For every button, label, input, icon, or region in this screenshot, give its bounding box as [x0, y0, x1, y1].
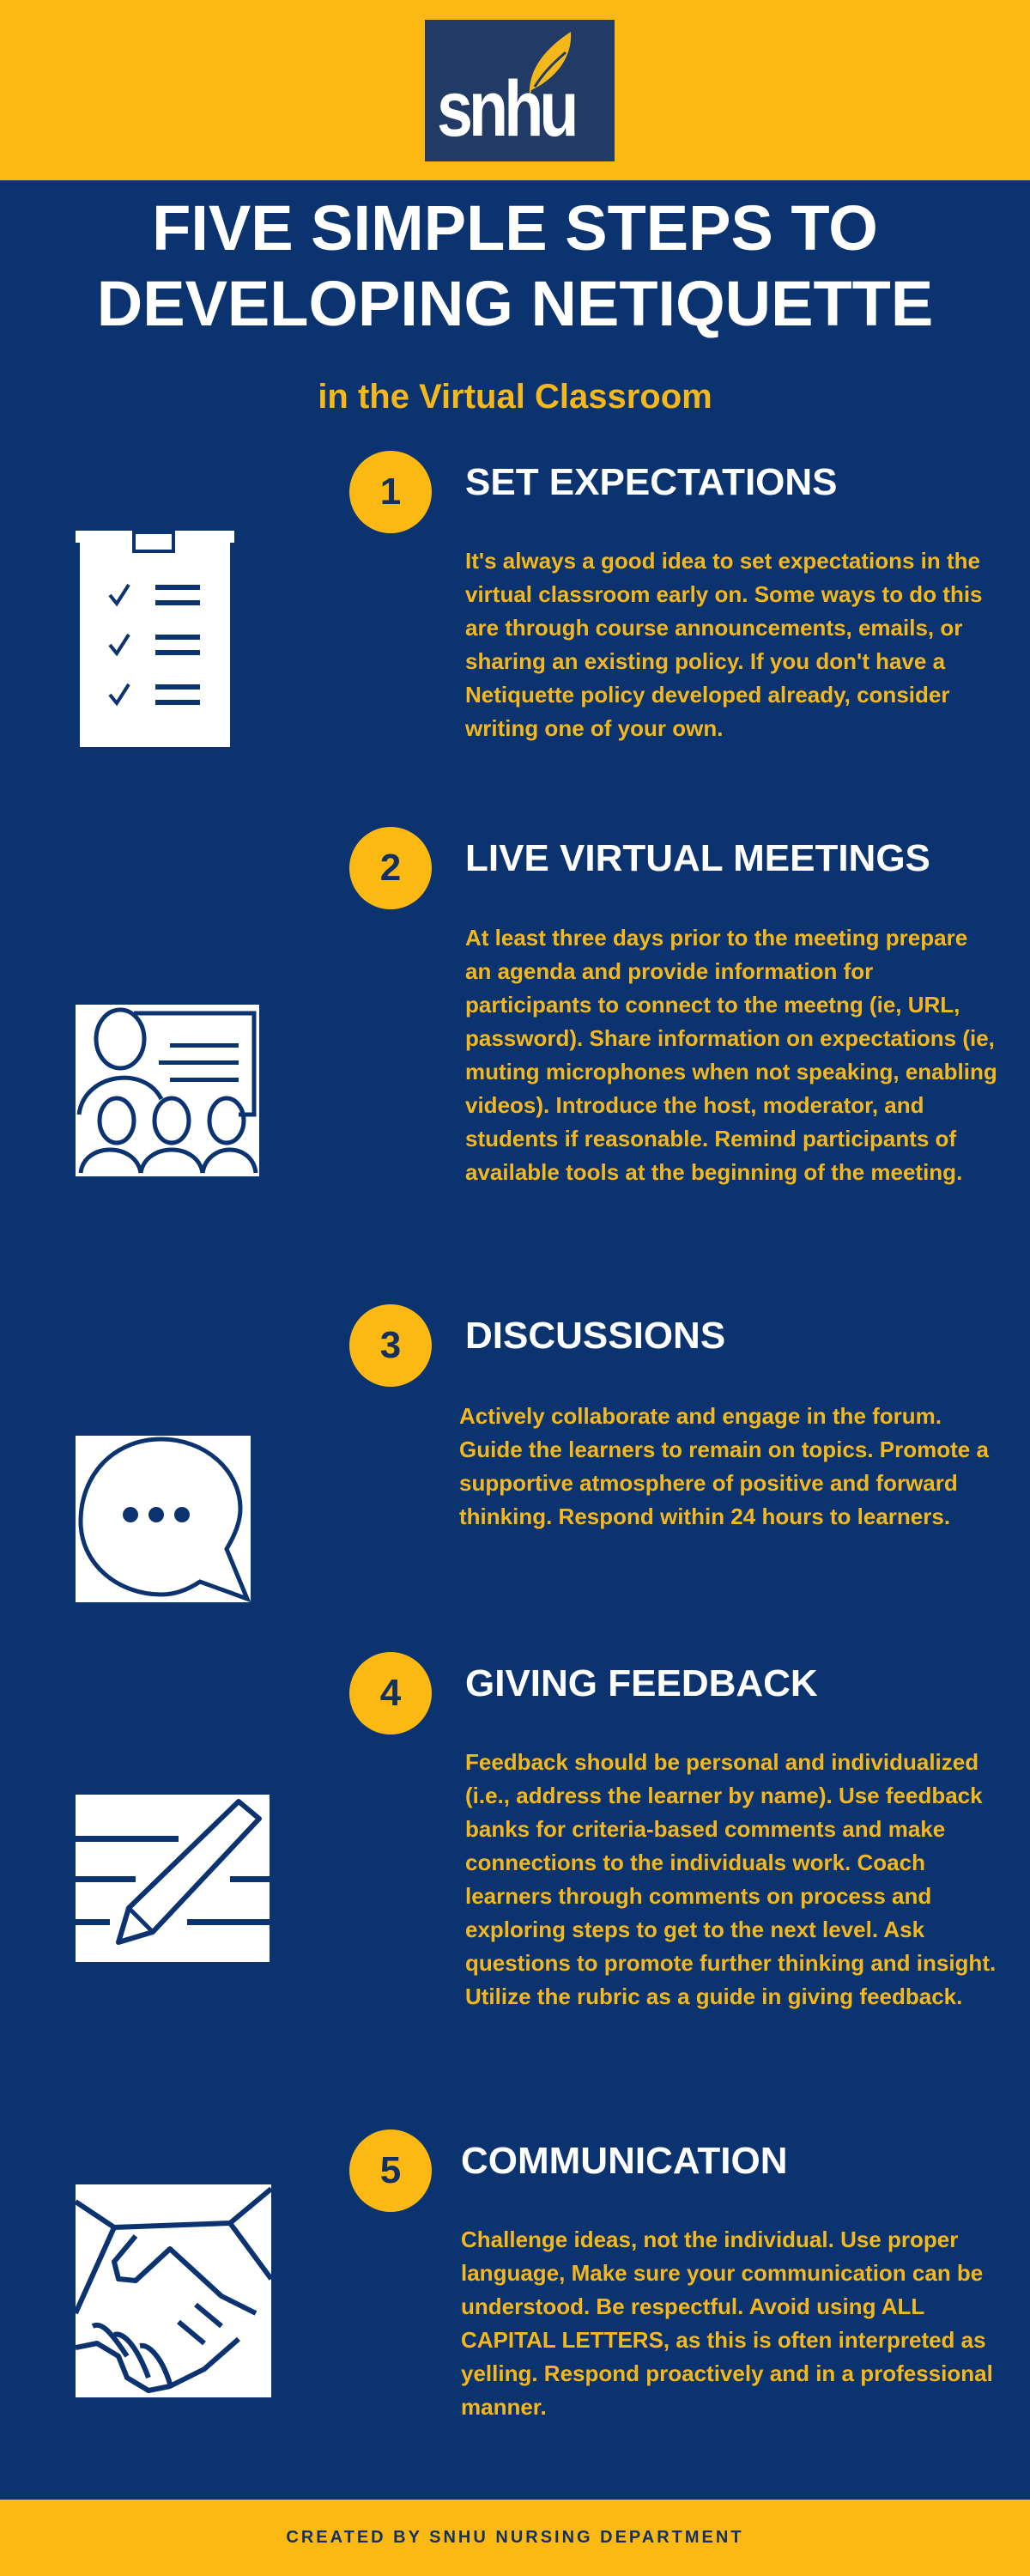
step-title: LIVE VIRTUAL MEETINGS: [465, 837, 930, 879]
handshake-icon: [76, 2184, 271, 2397]
step-title: SET EXPECTATIONS: [465, 461, 838, 503]
step-title: DISCUSSIONS: [465, 1315, 726, 1357]
page-subtitle: in the Virtual Classroom: [318, 378, 712, 416]
logo-text: snhu: [437, 65, 579, 153]
step-number-badge: 2: [349, 827, 432, 909]
presentation-audience-icon: [76, 1005, 259, 1176]
footer-band: CREATED BY SNHU NURSING DEPARTMENT: [0, 2500, 1030, 2576]
step-number-badge: 4: [349, 1652, 432, 1735]
step-number-badge: 3: [349, 1304, 432, 1387]
page-title: FIVE SIMPLE STEPS TO DEVELOPING NETIQUET…: [0, 191, 1030, 342]
title-line-2: DEVELOPING NETIQUETTE: [96, 268, 934, 339]
title-line-1: FIVE SIMPLE STEPS TO: [152, 192, 878, 264]
speech-bubble-icon: [76, 1436, 251, 1602]
step-title: COMMUNICATION: [461, 2140, 788, 2182]
clipboard-checklist-icon: [76, 531, 234, 750]
step-body: It's always a good idea to set expectati…: [465, 548, 983, 741]
leaf-icon: [529, 32, 572, 97]
step-body: Challenge ideas, not the individual. Use…: [461, 2227, 993, 2420]
step-number-badge: 1: [349, 451, 432, 533]
step-title: GIVING FEEDBACK: [465, 1662, 818, 1704]
footer-credit: CREATED BY SNHU NURSING DEPARTMENT: [286, 2528, 744, 2547]
step-body: Feedback should be personal and individu…: [465, 1749, 997, 2009]
step-body: At least three days prior to the meeting…: [465, 925, 997, 1185]
snhu-logo: snhu: [425, 20, 615, 161]
step-body: Actively collaborate and engage in the f…: [459, 1403, 989, 1529]
pencil-writing-icon: [76, 1795, 270, 1962]
step-number-badge: 5: [349, 2129, 432, 2212]
